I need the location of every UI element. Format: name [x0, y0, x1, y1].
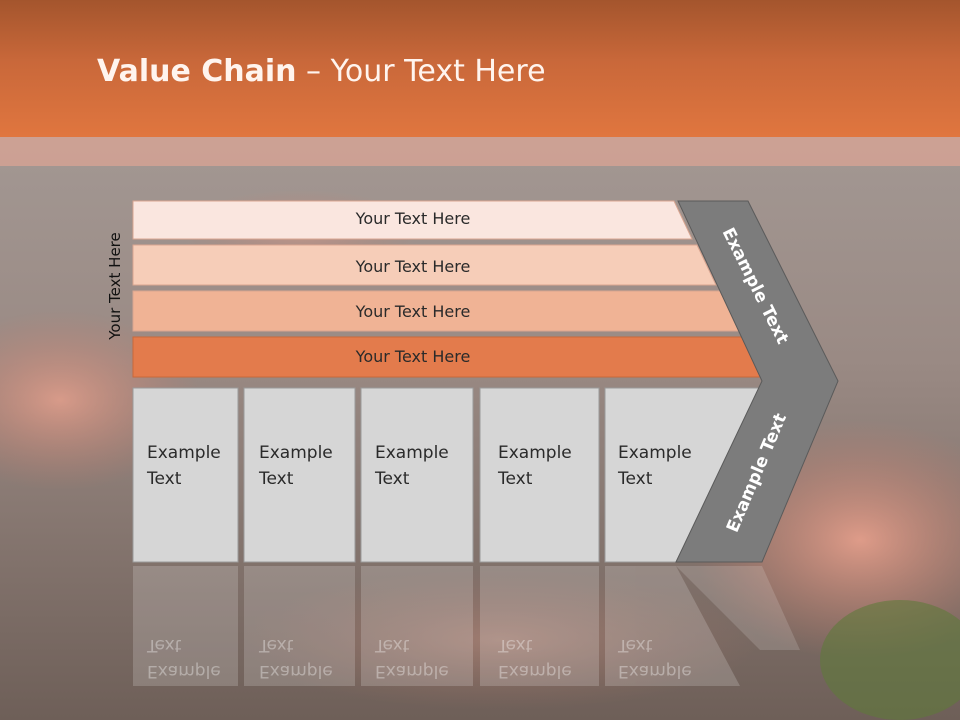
box-3[interactable]: [360, 387, 474, 563]
box-3-line2: Text: [375, 469, 410, 489]
box-1[interactable]: [132, 387, 239, 563]
box-4-line2: Text: [498, 469, 533, 489]
side-label: Your Text Here: [106, 232, 124, 340]
bar-2-label: Your Text Here: [355, 257, 471, 276]
box-1-reflection-line2: Text: [147, 635, 182, 655]
title-bar: [0, 0, 960, 137]
title-rest: – Your Text Here: [296, 54, 546, 89]
box-2-line2: Text: [259, 469, 294, 489]
box-1-line2: Text: [147, 469, 182, 489]
box-1-reflection-line1: Example: [147, 661, 221, 681]
bar-1[interactable]: [132, 200, 693, 240]
bar-2[interactable]: [132, 244, 717, 286]
box-5-reflection: Example Text: [618, 632, 692, 684]
box-3-line1: Example: [375, 443, 449, 463]
box-5-line2: Text: [618, 469, 653, 489]
box-3-reflection-line1: Example: [375, 661, 449, 681]
box-1-line1: Example: [147, 443, 221, 463]
box-5-reflection-line1: Example: [618, 661, 692, 681]
box-4[interactable]: [479, 387, 600, 563]
box-5-text: Example Text: [618, 440, 692, 492]
box-2[interactable]: [243, 387, 356, 563]
chevron-arrow[interactable]: [675, 200, 839, 563]
box-3-reflection-line2: Text: [375, 635, 410, 655]
box-4-line1: Example: [498, 443, 572, 463]
box-2-text: Example Text: [259, 440, 333, 492]
box-4-reflection: Example Text: [498, 632, 572, 684]
box-5-line1: Example: [618, 443, 692, 463]
box-2-line1: Example: [259, 443, 333, 463]
box-3-text: Example Text: [375, 440, 449, 492]
box-1-reflection: Example Text: [147, 632, 221, 684]
slide-title: Value Chain – Your Text Here: [97, 54, 546, 89]
boxes-reflection: [133, 566, 740, 686]
box-4-text: Example Text: [498, 440, 572, 492]
box-4-reflection-line2: Text: [498, 635, 533, 655]
box-2-reflection-line2: Text: [259, 635, 294, 655]
box-2-reflection: Example Text: [259, 632, 333, 684]
box-3-reflection: Example Text: [375, 632, 449, 684]
title-underband: [0, 137, 960, 166]
box-2-reflection-line1: Example: [259, 661, 333, 681]
bar-4-label: Your Text Here: [355, 347, 471, 366]
box-1-text: Example Text: [147, 440, 221, 492]
title-bold: Value Chain: [97, 54, 297, 89]
bar-1-label: Your Text Here: [355, 209, 471, 228]
chevron-reflection: [676, 566, 800, 650]
box-5-reflection-line2: Text: [618, 635, 653, 655]
bar-3-label: Your Text Here: [355, 302, 471, 321]
box-4-reflection-line1: Example: [498, 661, 572, 681]
